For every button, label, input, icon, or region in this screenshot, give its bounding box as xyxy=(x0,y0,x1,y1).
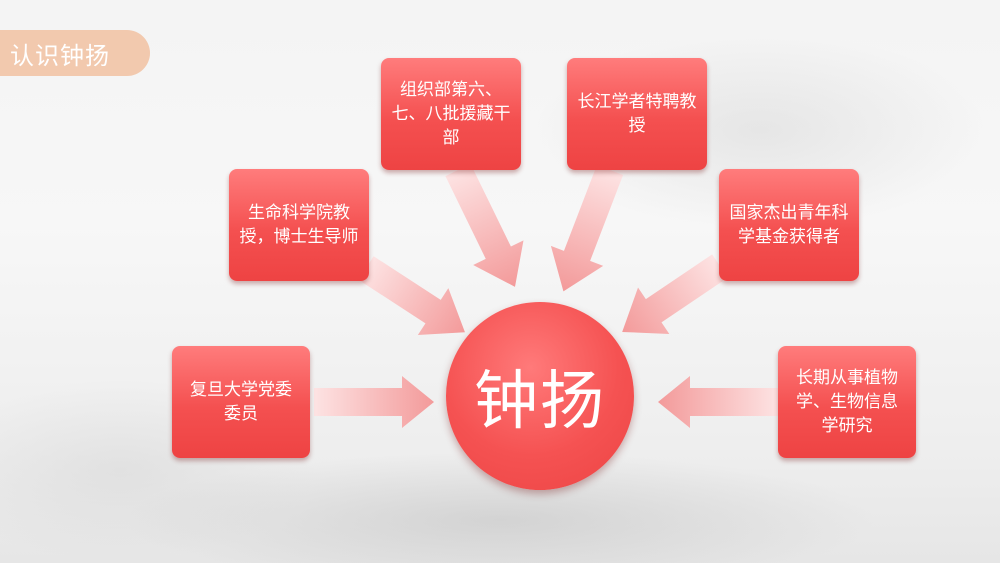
center-label: 钟扬 xyxy=(474,365,606,439)
node-aid-label: 组织部第六、七、八批援藏干部 xyxy=(391,80,511,148)
arrow-research xyxy=(658,376,778,428)
node-research-label: 长期从事植物学、生物信息学研究 xyxy=(796,368,898,436)
arrow-aid xyxy=(445,163,524,287)
node-party-label: 复旦大学党委委员 xyxy=(190,380,292,424)
node-changjiang-label: 长江学者特聘教授 xyxy=(577,92,697,136)
node-professor-label: 生命科学院教授，博士生导师 xyxy=(239,203,359,247)
arrow-changjiang xyxy=(550,164,624,292)
node-party: 复旦大学党委委员 xyxy=(172,346,310,458)
node-fund: 国家杰出青年科学基金获得者 xyxy=(719,169,859,281)
node-professor: 生命科学院教授，博士生导师 xyxy=(229,169,369,281)
center-node: 钟扬 xyxy=(446,302,634,490)
title-tab: 认识钟扬 xyxy=(0,30,150,76)
arrow-professor xyxy=(358,256,465,336)
arrow-party xyxy=(314,376,434,428)
page-title: 认识钟扬 xyxy=(10,41,110,70)
arrow-fund xyxy=(622,254,728,334)
node-changjiang: 长江学者特聘教授 xyxy=(567,58,707,170)
node-aid: 组织部第六、七、八批援藏干部 xyxy=(381,58,521,170)
node-research: 长期从事植物学、生物信息学研究 xyxy=(778,346,916,458)
node-fund-label: 国家杰出青年科学基金获得者 xyxy=(729,203,849,247)
